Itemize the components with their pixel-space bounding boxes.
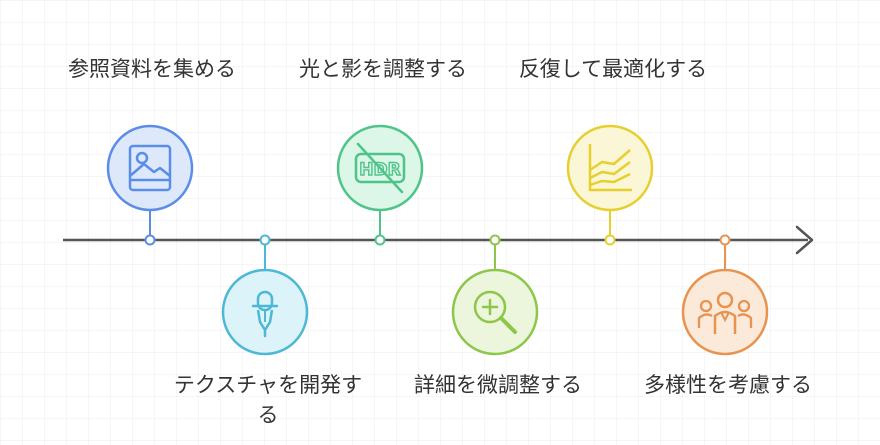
step-node-2 (259, 234, 271, 246)
step-label-5: 反復して最適化する (518, 57, 708, 81)
svg-text:HDR: HDR (359, 160, 400, 180)
image-icon (128, 144, 172, 192)
step-node-4 (489, 234, 501, 246)
step-label-2: テクスチャを開発する (173, 373, 363, 427)
step-circle-4 (451, 268, 539, 356)
step-label-3: 光と影を調整する (299, 57, 467, 81)
people-icon (697, 291, 753, 334)
step-node-3 (374, 234, 386, 246)
step-node-5 (604, 234, 616, 246)
step-label-6: 多様性を考慮する (644, 373, 812, 397)
step-label-1: 参照資料を集める (68, 57, 236, 81)
step-circle-5 (566, 124, 654, 212)
step-node-1 (144, 234, 156, 246)
zoom-in-icon (473, 290, 517, 334)
step-node-6 (719, 234, 731, 246)
pen-icon (251, 290, 279, 338)
steps-layer: HDR (106, 124, 769, 356)
step-label-4: 詳細を微調整する (414, 373, 582, 397)
hdr-off-icon: HDR (354, 142, 406, 194)
timeline-arrowhead (795, 225, 814, 255)
area-chart-icon (588, 144, 632, 192)
